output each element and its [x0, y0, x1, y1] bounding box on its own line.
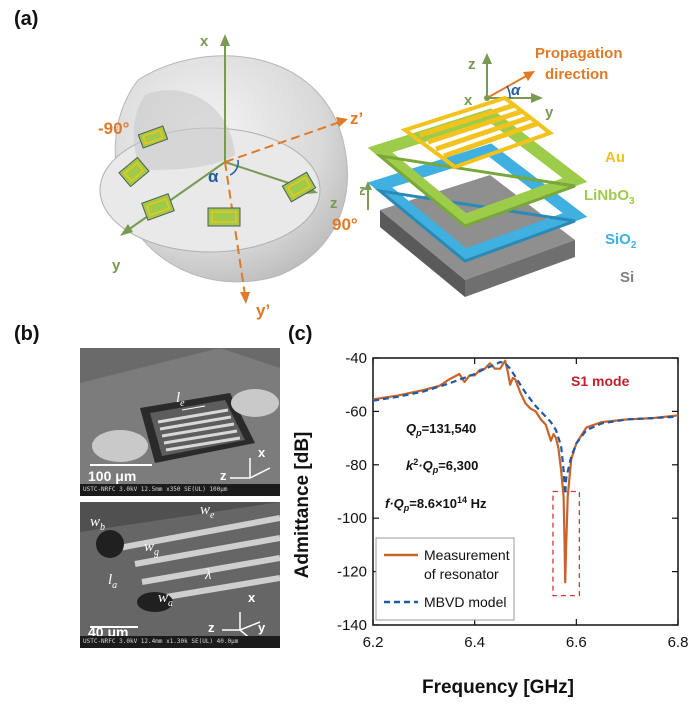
- legend-label-measurement-line1: Measurement: [424, 547, 510, 563]
- qp-annotation: Qp=131,540: [406, 421, 476, 438]
- prop-axis-x: x: [464, 92, 473, 109]
- prop-axis-y: y: [545, 104, 554, 121]
- sem-image-bottom: wb we wg la wa λ 40 μm x y z USTC-NRFC 3…: [80, 502, 280, 648]
- layer-stack-diagram: z x y α Propagation direction z Au LiNbO…: [360, 45, 637, 297]
- sem-bottom-axis-z: z: [208, 620, 215, 635]
- layer-label-sio2: SiO2: [605, 231, 637, 251]
- rotation-sphere-diagram: x z y z’ y’ -90° 90° α: [98, 33, 363, 320]
- dim-label-wa: wa: [158, 590, 174, 609]
- layer-label-au: Au: [605, 149, 625, 166]
- sphere-inner-shadow: [133, 90, 235, 170]
- sem-bottom-graphic: [80, 502, 280, 648]
- prop-axis-z: z: [468, 56, 476, 73]
- y-tick-label: -120: [337, 564, 367, 581]
- sem-top-axis-x: x: [258, 445, 266, 460]
- legend-label-measurement-line2: of resonator: [424, 566, 499, 582]
- legend-box: [375, 537, 515, 621]
- propagation-label-line1: Propagation: [535, 45, 623, 62]
- sem-bottom-infobar: USTC-NRFC 3.0kV 12.4mm x1.30k SE(UL) 40.…: [80, 636, 280, 648]
- axis-label-z: z: [330, 195, 338, 212]
- sem-top-infobar: USTC-NRFC 3.0kV 12.5mm x350 SE(UL) 100μm: [80, 484, 280, 496]
- resonator-chip: [141, 193, 175, 221]
- axis-ticks: 6.2 6.4 6.6 6.8 -140 -120 -100 -80 -60 -40: [337, 350, 688, 651]
- propagation-label-line2: direction: [545, 66, 608, 83]
- layer-label-linbo3: LiNbO3: [584, 187, 635, 207]
- fqp-annotation: f·Qp=8.6×1014 Hz: [385, 495, 487, 513]
- resonator-chip: [137, 125, 169, 149]
- dim-label-wg: wg: [144, 539, 160, 558]
- au-electrodes: [400, 95, 555, 170]
- stack-axis-z: z: [360, 182, 366, 199]
- series-group: [372, 359, 679, 584]
- sio2-layer: [367, 143, 588, 263]
- layer-label-si: Si: [620, 269, 634, 286]
- panel-label-a: (a): [14, 8, 39, 30]
- axis-label-x: x: [200, 33, 209, 50]
- sem-bottom-axis-y: y: [258, 620, 266, 635]
- mode-annotation: S1 mode: [571, 373, 630, 389]
- scale-bar-label-top: 100 μm: [88, 468, 137, 484]
- dim-label-la: la: [108, 572, 118, 591]
- series-line-measurement: [372, 359, 679, 584]
- dim-label-wb: wb: [90, 514, 106, 533]
- y-tick-label: -80: [345, 457, 367, 474]
- angle-label-pos90: 90°: [332, 215, 358, 234]
- admittance-chart: 6.2 6.4 6.6 6.8 -140 -120 -100 -80 -60 -40 Freque…: [292, 350, 688, 698]
- series-line-mbvd-model: [372, 360, 679, 496]
- prop-angle-alpha: α: [511, 82, 521, 99]
- chart-legend: Measurement of resonator MBVD model: [375, 537, 515, 621]
- legend-label-model: MBVD model: [424, 594, 506, 610]
- plot-frame: [372, 357, 679, 626]
- axis-label-y: y: [112, 257, 121, 274]
- panel-label-c: (c): [288, 323, 313, 345]
- axis-label-z-prime: z’: [350, 109, 363, 128]
- dim-label-le: le: [176, 390, 185, 409]
- resonator-chip: [118, 156, 150, 188]
- x-tick-label: 6.4: [464, 634, 485, 651]
- x-tick-label: 6.6: [566, 634, 587, 651]
- x-tick-label: 6.2: [363, 634, 384, 651]
- axis-label-y-prime: y’: [256, 301, 270, 320]
- dim-label-lambda: λ: [205, 567, 212, 583]
- angle-label-alpha: α: [208, 167, 219, 186]
- y-tick-label: -40: [345, 350, 367, 367]
- resonator-chip: [281, 171, 317, 203]
- y-tick-label: -140: [337, 617, 367, 634]
- sem-image-top: le 100 μm x z USTC-NRFC 3.0kV 12.5mm x35…: [80, 348, 280, 496]
- angle-label-neg90: -90°: [98, 119, 130, 138]
- si-layer: [380, 175, 575, 297]
- y-axis-label: Admittance [dB]: [292, 432, 313, 579]
- y-tick-label: -100: [337, 510, 367, 527]
- y-tick-label: -60: [345, 403, 367, 420]
- sem-bottom-axis-x: x: [248, 590, 256, 605]
- k2qp-annotation: k2·Qp=6,300: [406, 457, 478, 475]
- sem-top-graphic: [80, 348, 280, 496]
- x-axis-label: Frequency [GHz]: [422, 677, 574, 698]
- x-tick-label: 6.8: [668, 634, 689, 651]
- sem-top-axis-z: z: [220, 468, 227, 483]
- panel-label-b: (b): [14, 323, 40, 345]
- plot-border: [372, 357, 679, 626]
- dim-label-we: we: [200, 502, 215, 521]
- resonator-chip: [207, 207, 241, 227]
